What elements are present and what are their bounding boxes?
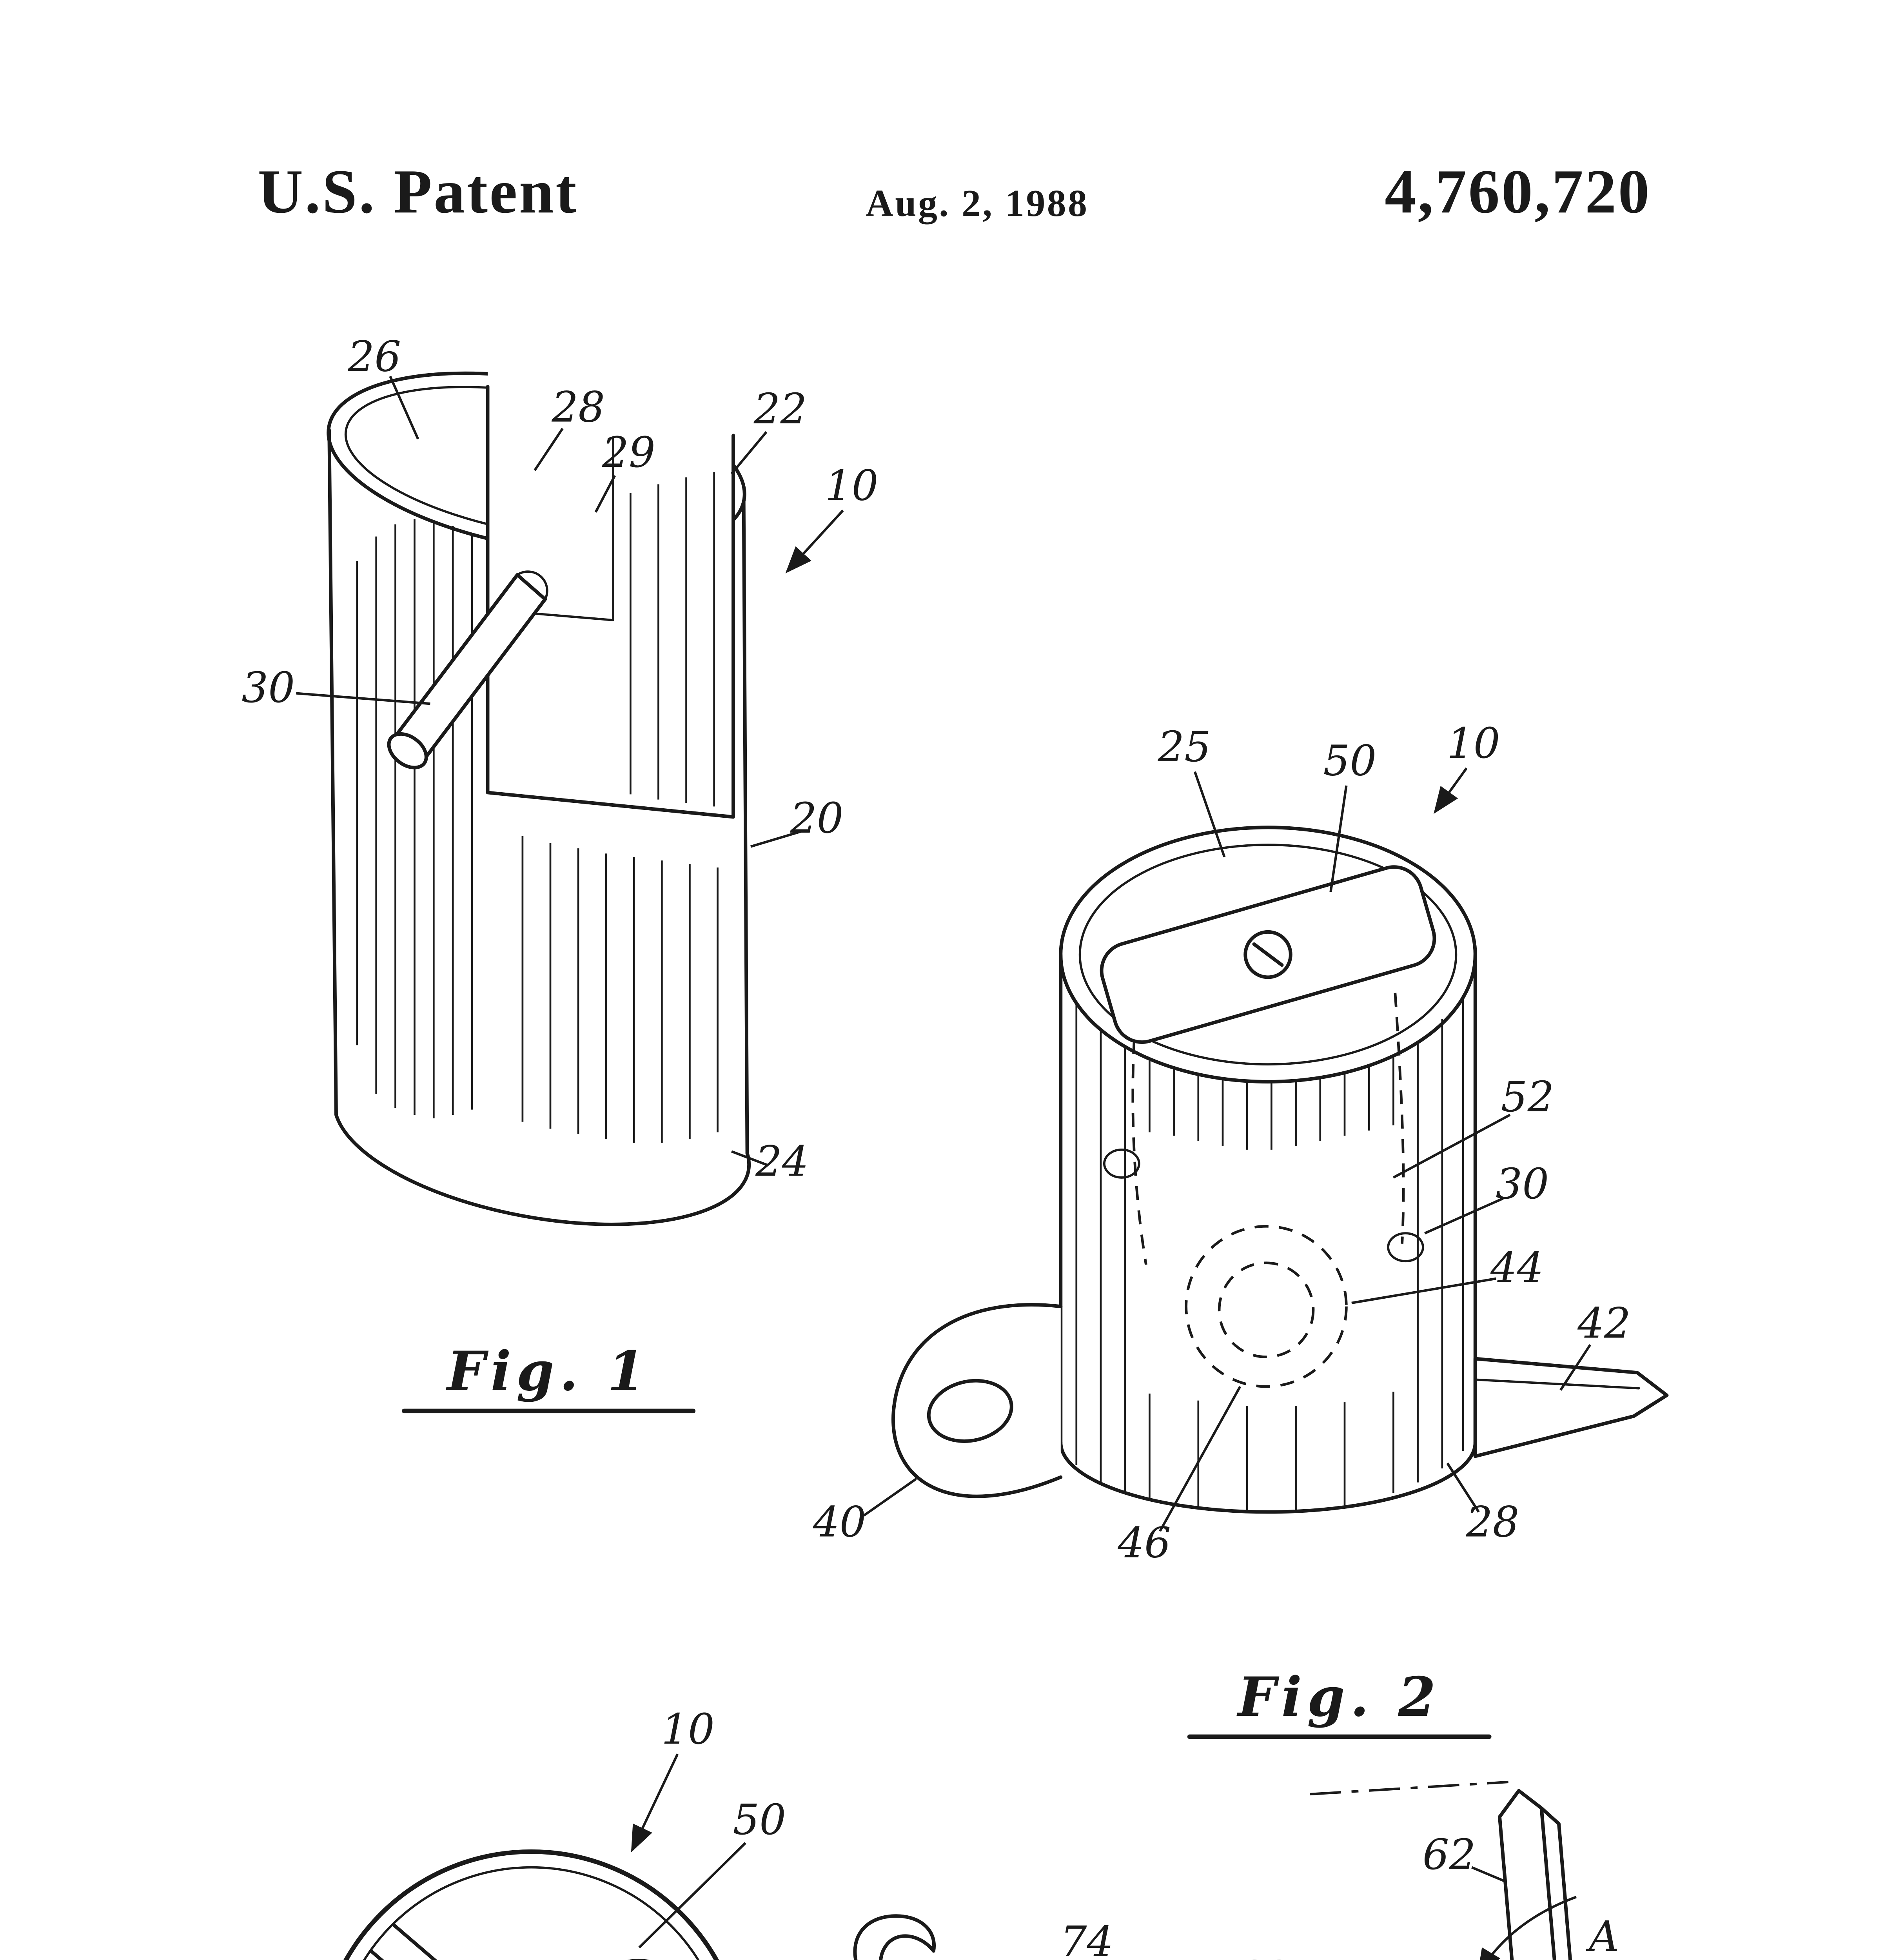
patent-number: 4,760,720 [1385,156,1651,226]
fig1-ref-20: 20 [790,794,844,843]
fig1-ref-26: 26 [347,332,401,381]
fig1-annotations: 26 28 29 22 10 30 20 24 [241,332,878,1186]
fig2-ref-50: 50 [1323,737,1376,785]
fig2-ref-42: 42 [1577,1299,1631,1348]
figure-2: 25 50 10 52 30 44 42 40 46 28 Fig. 2 [813,719,1669,1739]
fig2-ref-30: 30 [1496,1160,1549,1209]
fig1-leader-arrow-10 [785,509,844,573]
patent-office-title: U.S. Patent [258,156,578,226]
fig2-mounting-tab [891,1303,1063,1498]
fig4-annotations: 62 A 74 68 60 70 52 66 50 30 76 72 28 64 [1060,1831,1619,1960]
fig2-hatching [1075,996,1464,1510]
fig4-hook [853,1914,936,1960]
fig2-hidden-clamp-inner [1218,1261,1315,1358]
figure-4: 62 A 74 68 60 70 52 66 50 30 76 72 28 64… [853,1780,1619,1960]
fig3-ref-50: 50 [733,1796,786,1844]
fig1-ref-29: 29 [602,428,655,477]
fig2-plate-screw-slot [1252,942,1284,967]
fig2-leader-arrow-10 [1434,767,1468,814]
fig2-ref-10: 10 [1447,719,1500,768]
fig3-ref-10: 10 [661,1705,715,1754]
fig2-ref-46: 46 [1117,1519,1171,1568]
fig3-annotations: 10 50 52 30 [631,1705,786,1949]
fig1-rod-end-cap [387,732,428,769]
patent-date: Aug. 2, 1988 [866,182,1089,225]
fig1-rod-top-cap [516,570,548,601]
fig1-caption: Fig. 1 [445,1340,650,1403]
fig4-leader-lines [1471,1866,1505,1883]
fig4-ref-62: 62 [1423,1831,1476,1879]
fig4-centerline-top [1309,1780,1508,1796]
fig3-retainer-plate [366,1958,689,1960]
fig2-ref-52: 52 [1501,1073,1554,1122]
fig2-hidden-stud-lines [1131,993,1405,1265]
fig1-ref-22: 22 [753,385,807,434]
fig1-cylinder-bottom [334,1113,751,1226]
fig1-notch-mask [488,357,733,817]
fig3-inner-ring [363,1866,700,1960]
page-header: U.S. Patent Aug. 2, 1988 4,760,720 [258,156,1651,226]
fig2-rod-end-left [1103,1148,1140,1179]
fig1-drawing [327,357,751,1226]
fig4-drawing [853,1780,1577,1960]
fig2-leader-lines [863,771,1592,1532]
fig2-ref-40: 40 [813,1498,866,1546]
fig3-rod-band [369,1923,437,1960]
fig2-ref-28: 28 [1466,1498,1519,1546]
fig4-ref-68: 68 [1236,1953,1289,1960]
fig2-ref-25: 25 [1157,723,1211,771]
fig1-cylinder-left-wall [327,428,338,1117]
fig3-drawing [343,1849,719,1960]
fig2-drawing [891,826,1669,1514]
fig2-mounting-arm-edge [1474,1378,1640,1390]
fig2-cylinder-inner-rim [1078,844,1458,1065]
figure-3: 10 50 52 30 Fig. 3 [343,1705,786,1960]
fig2-caption: Fig. 2 [1236,1666,1441,1729]
fig1-leader-lines [296,376,804,1167]
fig4-ref-A: A [1586,1913,1619,1960]
fig2-annotations: 25 50 10 52 30 44 42 40 46 28 [813,719,1631,1568]
fig2-cylinder-bottom [1059,1440,1477,1514]
fig2-rod-end-right [1387,1232,1424,1263]
fig3-leader-arrow-10 [631,1753,679,1853]
fig1-notch-edges [486,385,735,819]
fig4-rotation-arrow [1477,1896,1577,1960]
fig2-hidden-clamp-outer [1185,1225,1348,1388]
fig3-outer-ring [343,1849,719,1960]
fig1-notch-hatching [630,472,715,807]
fig1-ref-24: 24 [755,1137,809,1186]
fig4-collar-front [1126,1958,1326,1960]
fig1-ref-28: 28 [551,383,605,432]
fig4-ref-74: 74 [1060,1918,1114,1960]
figure-1: 26 28 29 22 10 30 20 24 Fig. 1 [241,332,878,1414]
fig2-ref-44: 44 [1490,1244,1544,1292]
fig1-cylinder-right-wall [742,500,749,1155]
fig3-leader-lines [638,1842,746,1949]
fig2-tab-hole [927,1379,1013,1443]
fig1-ref-10: 10 [825,461,879,510]
fig1-ref-30: 30 [241,664,295,712]
